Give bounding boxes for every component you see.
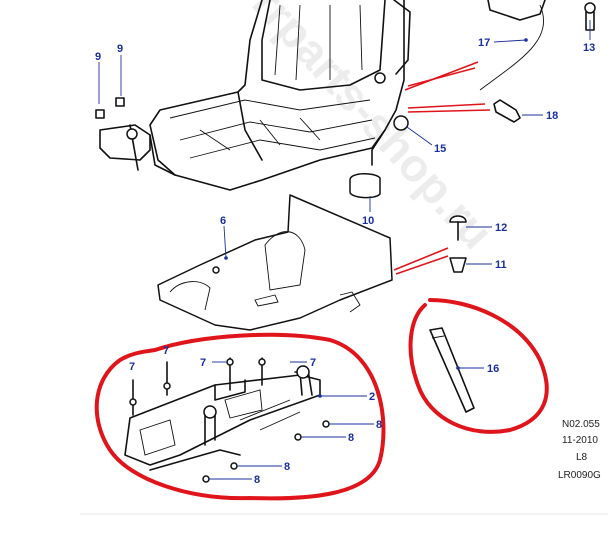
callout-17: 17 xyxy=(478,37,490,49)
callout-13: 13 xyxy=(583,42,595,54)
callout-7-d: 7 xyxy=(310,357,316,369)
callout-8-a: 8 xyxy=(376,419,382,431)
callout-15: 15 xyxy=(434,143,446,155)
callout-8-d: 8 xyxy=(254,474,260,486)
seat-riser-drawing xyxy=(124,357,330,483)
ref-code: L8 xyxy=(576,452,588,463)
strap-drawing xyxy=(429,327,475,413)
callout-leaders xyxy=(98,20,591,480)
callout-8-c: 8 xyxy=(284,461,290,473)
seat-frame-drawing xyxy=(95,0,596,199)
callout-9-right: 9 xyxy=(117,43,123,55)
callout-2: 2 xyxy=(369,391,375,403)
red-ring-strap xyxy=(408,298,549,434)
callout-9-left: 9 xyxy=(95,51,101,63)
ref-date: 11-2010 xyxy=(562,435,598,446)
ref-number: N02.055 xyxy=(562,419,600,430)
drawing-number: LR0090G xyxy=(558,470,601,481)
callout-12: 12 xyxy=(495,222,507,234)
callout-10: 10 xyxy=(362,215,374,227)
callout-8-b: 8 xyxy=(348,432,354,444)
callout-7-a: 7 xyxy=(129,361,135,373)
callout-7-b: 7 xyxy=(163,345,169,357)
callout-7-c: 7 xyxy=(200,357,206,369)
callout-11: 11 xyxy=(495,259,507,271)
red-ring-riser xyxy=(94,332,386,501)
callout-16: 16 xyxy=(487,363,499,375)
callout-6: 6 xyxy=(220,215,226,227)
seat-base-trim-drawing xyxy=(157,194,467,331)
callout-18: 18 xyxy=(546,110,558,122)
